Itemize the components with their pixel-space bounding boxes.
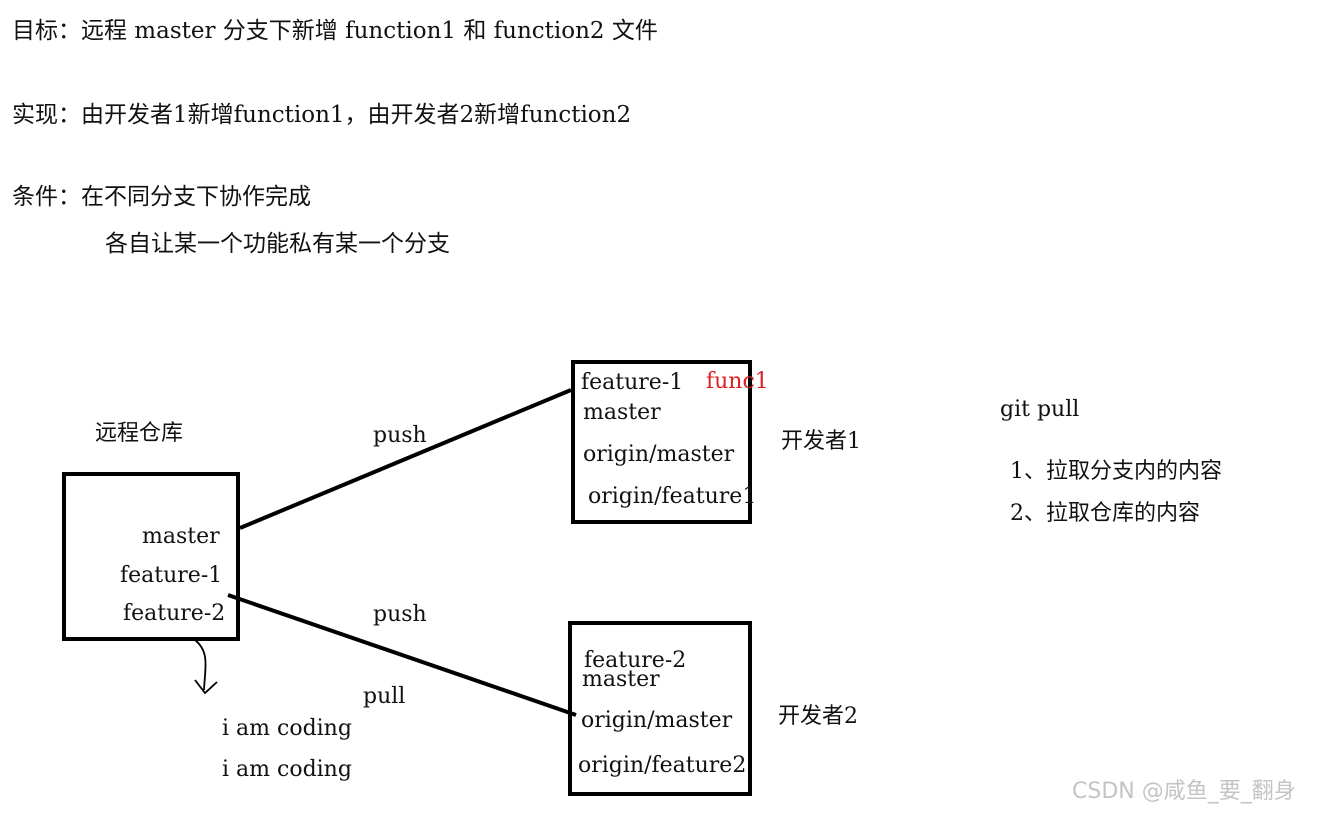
git-pull-title: git pull (1000, 397, 1080, 422)
remote-branch-master: master (142, 524, 220, 549)
goal-text: 目标：远程 master 分支下新增 function1 和 function2… (12, 18, 658, 44)
csdn-watermark: CSDN @咸鱼_要_翻身 (1072, 779, 1296, 804)
implementation-text: 实现：由开发者1新增function1，由开发者2新增function2 (12, 102, 632, 128)
remote-branch-feature-1: feature-1 (120, 563, 223, 588)
push-label-dev2: push (373, 602, 427, 627)
dev1-note-func1: func1 (706, 369, 769, 394)
push-line-dev2 (227, 593, 577, 717)
dev1-branch-origin-master: origin/master (583, 442, 735, 467)
remote-repo-title: 远程仓库 (95, 421, 184, 446)
condition-text-1: 条件：在不同分支下协作完成 (12, 184, 311, 210)
dev1-title: 开发者1 (781, 429, 861, 454)
push-label-dev1: push (373, 423, 427, 448)
remote-branch-feature-2: feature-2 (123, 601, 226, 626)
remote-repo-box (62, 472, 240, 641)
coding-arrow (194, 639, 218, 695)
dev1-branch-feature-1: feature-1 (581, 370, 684, 395)
pull-label: pull (363, 684, 406, 709)
dev2-branch-origin-feature2: origin/feature2 (578, 753, 747, 778)
coding-note-1: i am coding (222, 716, 352, 741)
condition-text-2: 各自让某一个功能私有某一个分支 (105, 231, 450, 257)
coding-note-2: i am coding (222, 757, 352, 782)
dev2-branch-feature-2: feature-2 (584, 648, 687, 673)
dev2-branch-origin-master: origin/master (581, 708, 733, 733)
git-pull-item-2: 2、拉取仓库的内容 (1010, 501, 1200, 526)
git-pull-item-1: 1、拉取分支内的内容 (1010, 459, 1222, 484)
dev1-branch-origin-feature1: origin/feature1 (588, 484, 757, 509)
dev1-box (571, 360, 752, 524)
dev1-branch-master: master (583, 400, 661, 425)
push-line-dev1 (239, 388, 572, 530)
dev2-box (568, 621, 752, 796)
dev2-branch-master: master (582, 667, 660, 692)
dev2-title: 开发者2 (778, 704, 858, 729)
